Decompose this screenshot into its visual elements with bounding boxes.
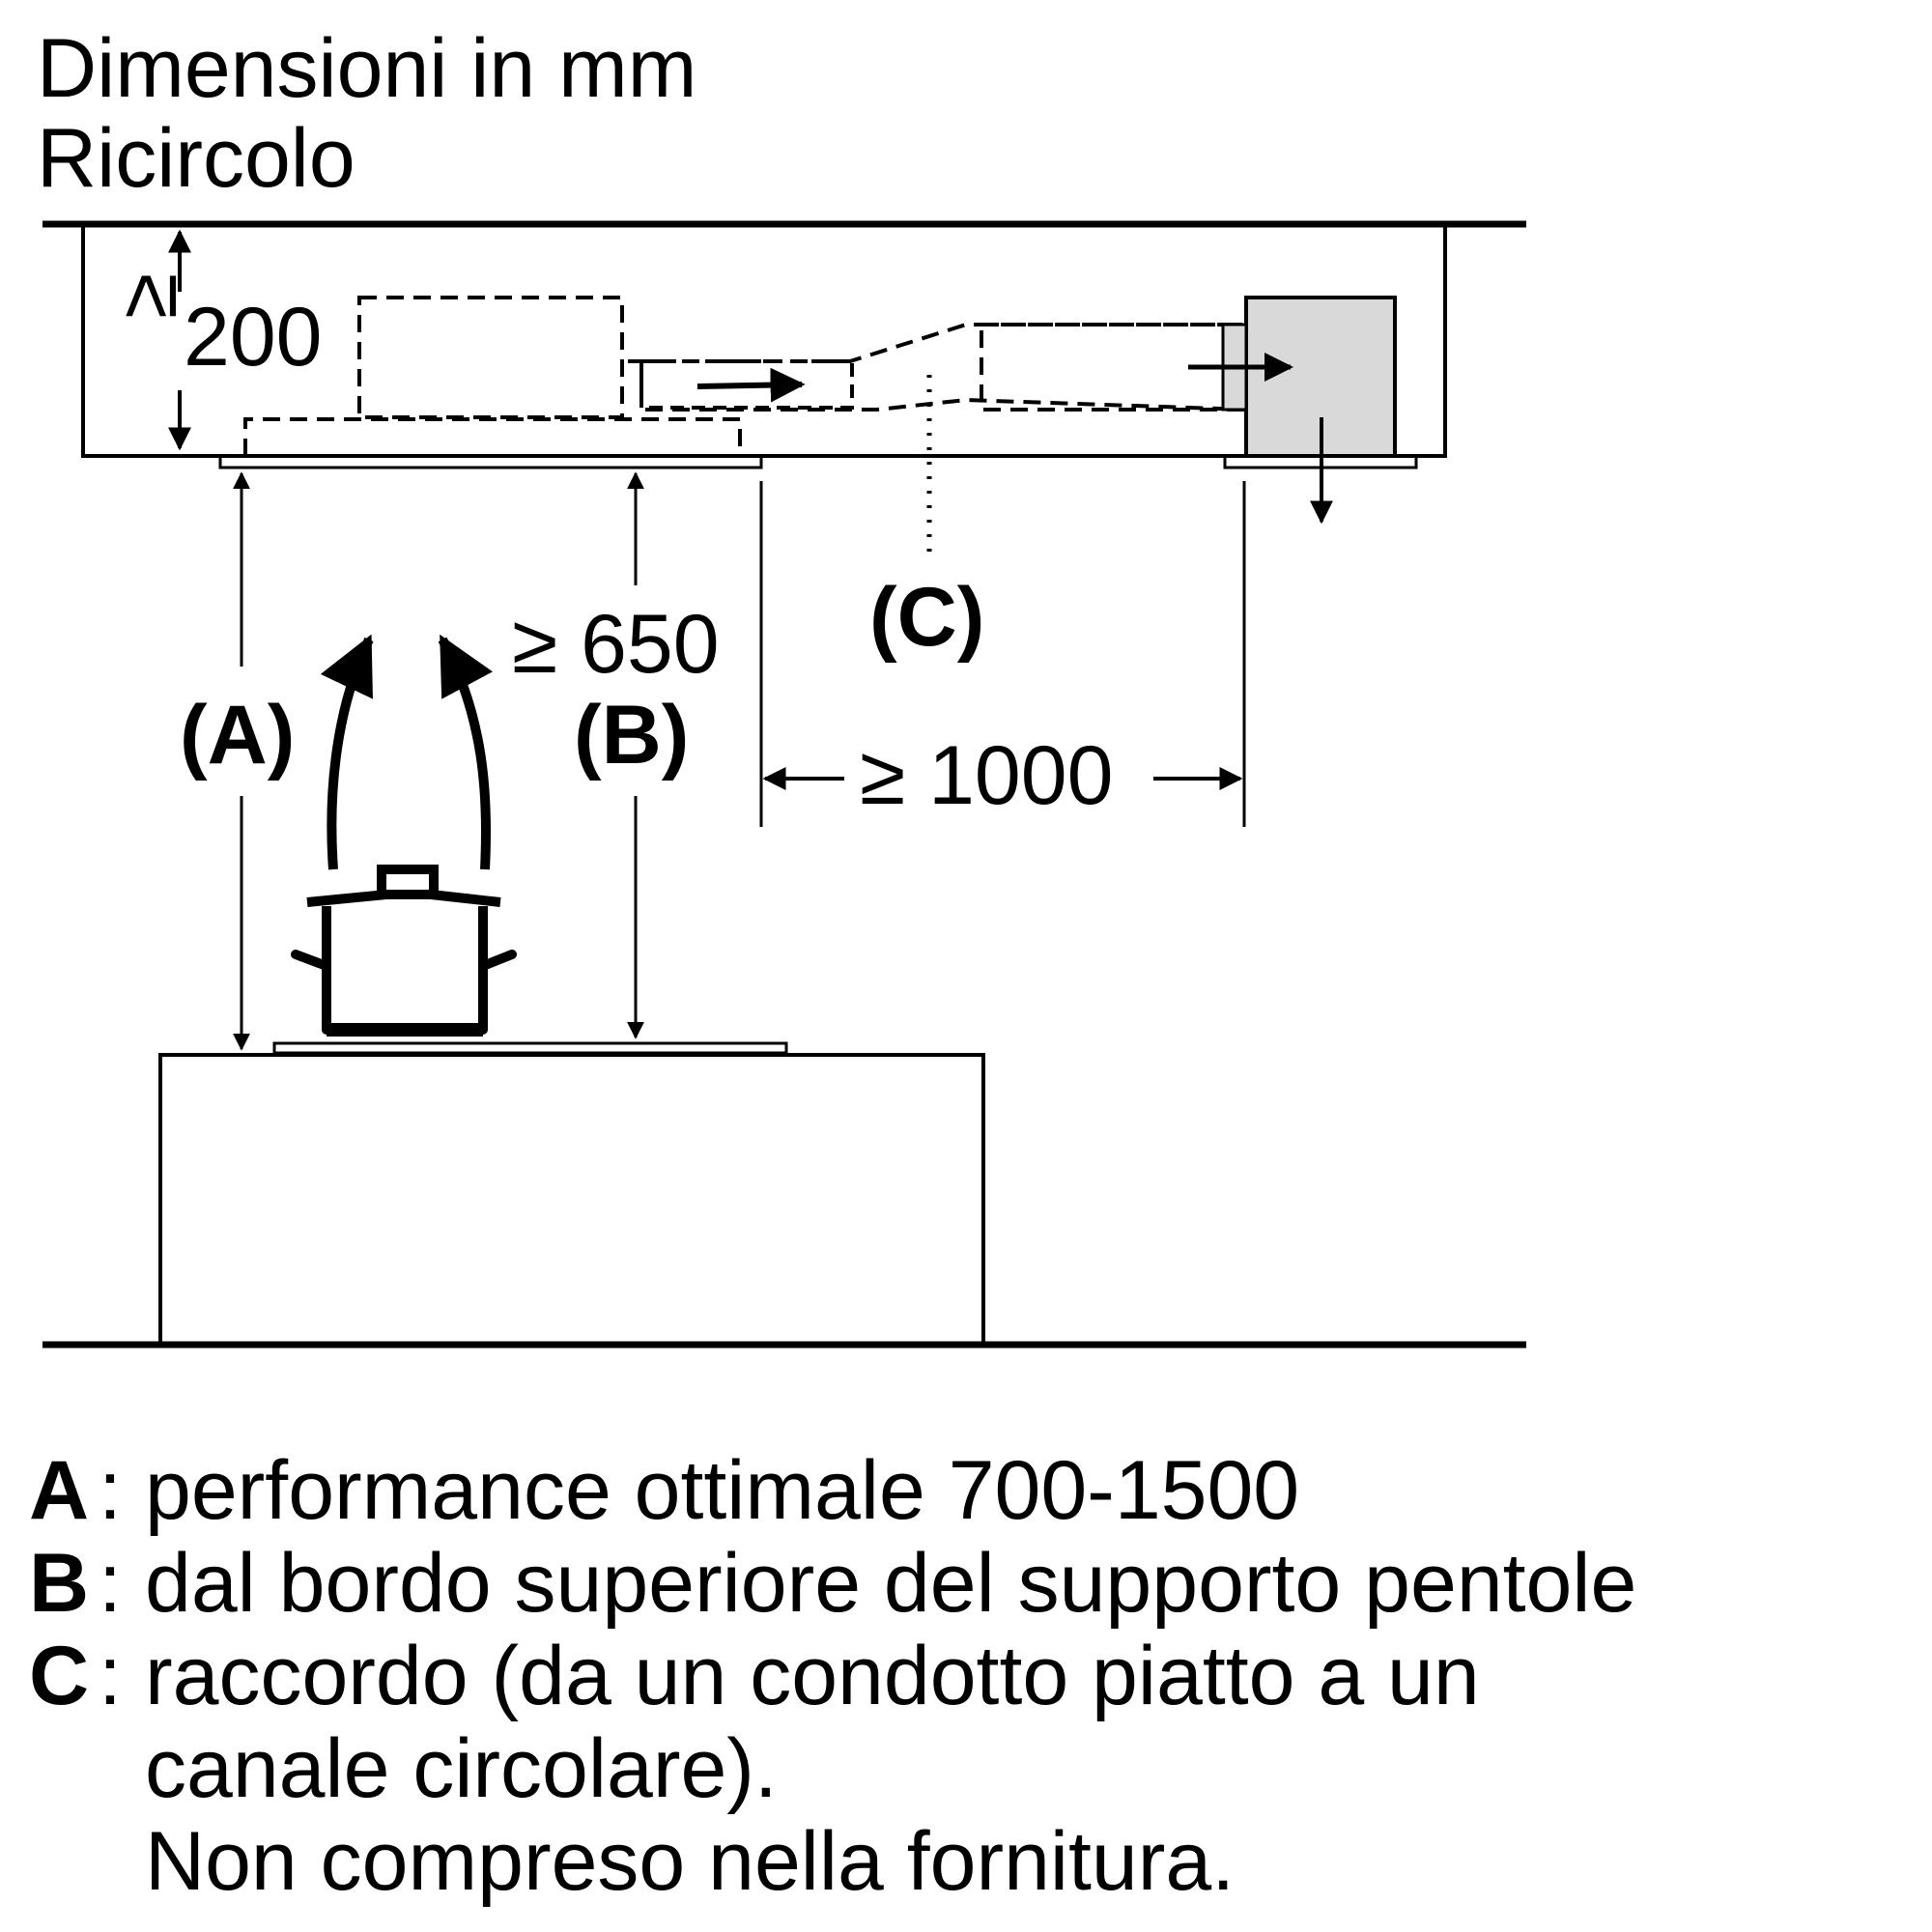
dimension-b-value: ≥ 650: [512, 598, 720, 691]
connector-label-c: (C): [869, 571, 984, 664]
legend-key-b: B: [29, 1537, 90, 1630]
dimension-a-label: (A): [180, 689, 295, 781]
title-mode: Ricircolo: [37, 112, 355, 205]
steam-arrow-right-icon: [438, 634, 494, 870]
legend-key-a: A: [29, 1444, 90, 1537]
legend-key-c: C: [29, 1630, 90, 1722]
flat-duct-upper: [628, 323, 1246, 363]
dimension-b-label: (B): [574, 689, 689, 781]
legend-item-b: B:dal bordo superiore del supporto pento…: [29, 1537, 1637, 1630]
ceiling-gap-value: 200: [184, 291, 323, 384]
ceiling-gap-symbol-icon: ≥: [101, 273, 194, 319]
legend-item-a: A:performance ottimale 700-1500: [29, 1444, 1300, 1537]
duct-airflow-arrow: [696, 367, 806, 403]
legend-text-b: dal bordo superiore del supporto pentole: [145, 1537, 1637, 1630]
hood-body: [243, 417, 742, 456]
flat-duct-section: [639, 359, 854, 410]
steam-arrow-left-icon: [320, 634, 374, 870]
hood-fan-unit: [357, 296, 624, 419]
pot-icon: [291, 865, 517, 1037]
legend-text-c-line2: canale circolare).: [145, 1722, 778, 1815]
legend-text-a: performance ottimale 700-1500: [145, 1444, 1300, 1537]
hood-panel: [218, 454, 763, 469]
ceiling-void: [81, 224, 1447, 458]
legend-item-c: C:raccordo (da un condotto piatto a un: [29, 1630, 1480, 1722]
legend: A:performance ottimale 700-1500 B:dal bo…: [29, 1444, 1636, 1908]
duct-length-value: ≥ 1000: [860, 729, 1113, 822]
legend-text-c-line3: Non compreso nella fornitura.: [145, 1815, 1236, 1908]
kitchen-unit: [158, 1053, 985, 1347]
title-dimensions: Dimensioni in mm: [37, 22, 696, 115]
legend-text-c: raccordo (da un condotto piatto a un: [145, 1630, 1480, 1722]
hob-plate: [272, 1041, 788, 1055]
ceiling-gap-symbol-bg: [116, 292, 184, 379]
